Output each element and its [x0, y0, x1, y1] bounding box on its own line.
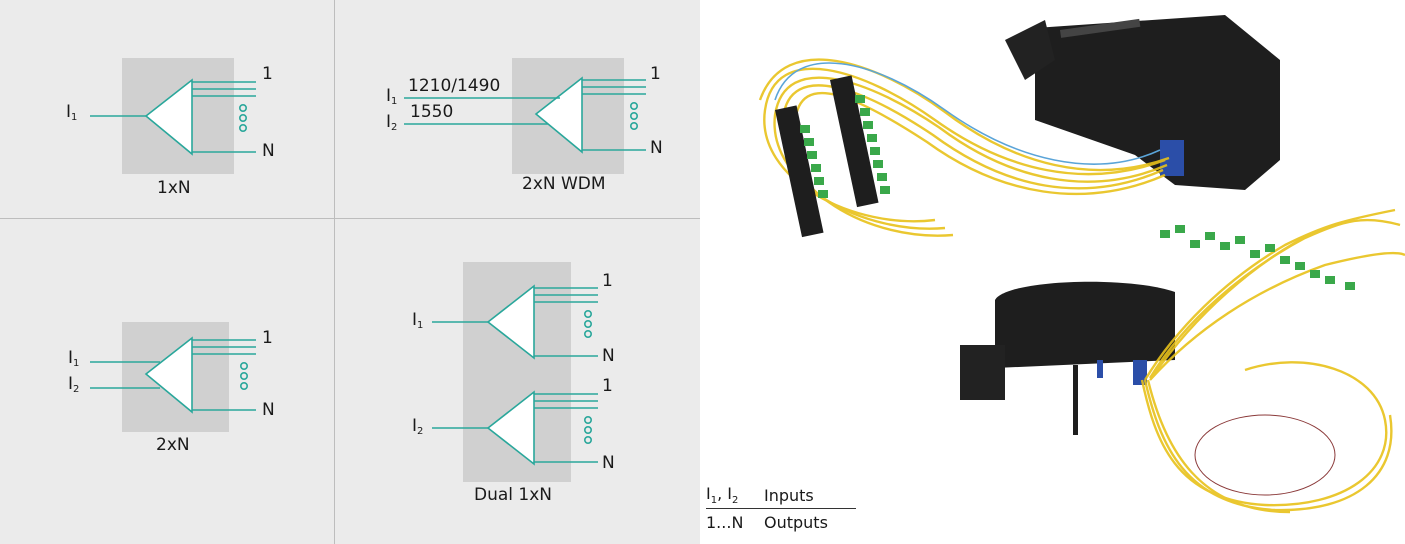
legend-key-outputs: 1...N	[706, 512, 744, 532]
bottom-cassette-housing	[960, 281, 1175, 435]
d1-input-label: I1	[66, 102, 78, 123]
d2-input-2-label: I2	[386, 112, 398, 133]
fiber-splitter-cassette-photo-top	[758, 15, 1405, 514]
top-connector-rows	[775, 75, 890, 238]
legend-row-inputs: I1, I2 Inputs	[706, 482, 856, 508]
legend: I1, I2 Inputs 1...N Outputs	[706, 482, 856, 535]
bottom-fiber-bundle	[1140, 208, 1405, 514]
d4-caption: Dual 1xN	[474, 485, 553, 505]
d3-output-first-label: 1	[262, 328, 273, 348]
legend-value-inputs: Inputs	[764, 485, 814, 505]
d2-wavelength-1-label: 1210/1490	[408, 76, 501, 96]
legend-value-outputs: Outputs	[764, 512, 828, 532]
d1-output-first-label: 1	[262, 64, 273, 84]
legend-rule	[706, 508, 856, 509]
d3-input-2-label: I2	[68, 374, 80, 395]
vertical-divider	[334, 0, 335, 544]
legend-key-inputs: I1, I2	[706, 483, 739, 507]
legend-row-outputs: 1...N Outputs	[706, 509, 856, 535]
top-cassette-housing	[1005, 15, 1280, 190]
d4-splitter-triangle-b	[486, 390, 535, 466]
d2-input-1-label: I1	[386, 86, 398, 107]
d4-a-output-last-label: N	[602, 346, 615, 366]
d2-wavelength-2-label: 1550	[410, 102, 454, 122]
d3-output-last-label: N	[262, 400, 275, 420]
d4-a-output-first-label: 1	[602, 271, 613, 291]
d4-input-1-label: I1	[412, 310, 424, 331]
bottom-connector-heads	[1160, 225, 1355, 290]
d4-b-output-last-label: N	[602, 453, 615, 473]
d3-input-1-label: I1	[68, 348, 80, 369]
top-blue-fiber	[774, 62, 1161, 165]
d2-output-last-label: N	[650, 138, 663, 158]
d2-caption: 2xN WDM	[522, 174, 606, 194]
d1-splitter-triangle	[144, 78, 193, 156]
horizontal-divider	[0, 218, 700, 219]
d2-output-first-label: 1	[650, 64, 661, 84]
d2-splitter-triangle	[534, 76, 583, 154]
bottom-red-fiber	[1194, 414, 1336, 496]
d4-input-2-label: I2	[412, 416, 424, 437]
d4-b-output-first-label: 1	[602, 376, 613, 396]
d4-splitter-triangle-a	[486, 284, 535, 360]
d1-output-last-label: N	[262, 141, 275, 161]
d1-caption: 1xN	[157, 178, 191, 198]
splitter-diagrams-svg	[90, 58, 646, 482]
d3-splitter-triangle	[144, 336, 193, 414]
d3-caption: 2xN	[156, 435, 190, 455]
